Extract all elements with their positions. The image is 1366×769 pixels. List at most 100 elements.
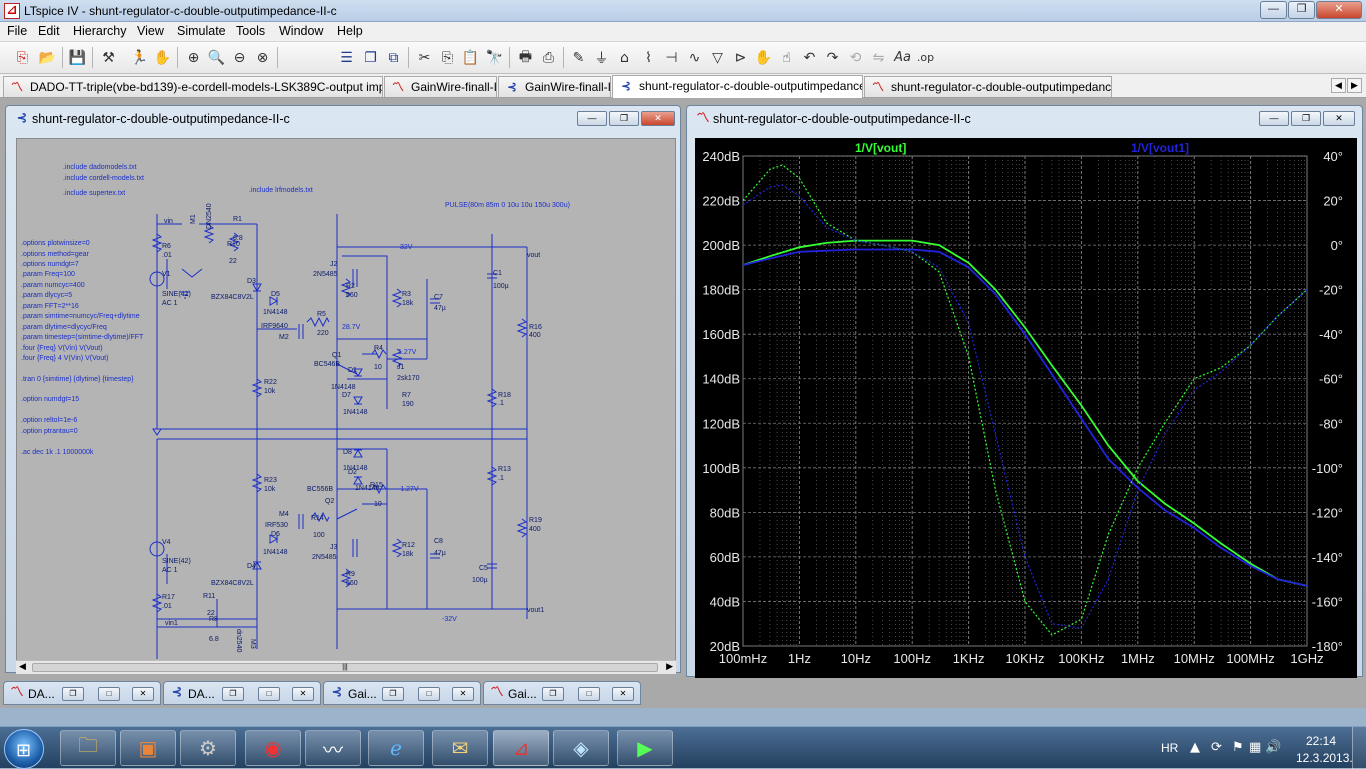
menu-view[interactable]: View xyxy=(137,24,164,38)
halt-icon[interactable]: ✋ xyxy=(153,49,172,66)
close-button[interactable]: ✕ xyxy=(1316,1,1362,19)
undo-icon[interactable]: ↶ xyxy=(803,49,816,66)
show-hidden-icons-icon[interactable]: ▲ xyxy=(1190,740,1200,755)
find-icon[interactable]: 🔭 xyxy=(485,49,504,66)
cascade-icon[interactable]: ❐ xyxy=(364,49,377,66)
tile-horizontal-icon[interactable]: ☰ xyxy=(340,49,353,66)
close-button[interactable]: ✕ xyxy=(132,687,154,701)
menu-window[interactable]: Window xyxy=(279,24,324,38)
ie-icon[interactable]: ℯ xyxy=(368,730,424,766)
draw-wire-icon[interactable]: ✎ xyxy=(572,49,585,66)
copy-icon[interactable]: ⎘ xyxy=(441,49,454,66)
network-icon[interactable]: ▦ xyxy=(1249,740,1262,755)
restore-button[interactable]: ❐ xyxy=(382,687,404,701)
mirror-icon[interactable]: ⇋ xyxy=(872,49,885,66)
scroll-thumb[interactable]: ||| xyxy=(32,663,658,672)
start-button[interactable]: ⊞ xyxy=(4,729,44,769)
zoom-in-icon[interactable]: ⊕ xyxy=(187,49,200,66)
restore-button[interactable]: ❐ xyxy=(542,687,564,701)
print-icon[interactable]: ⎙ xyxy=(542,49,555,66)
mail-icon[interactable]: ✉ xyxy=(432,730,488,766)
language-indicator[interactable]: HR xyxy=(1161,741,1179,755)
restore-button[interactable]: ❐ xyxy=(222,687,244,701)
resistor-icon[interactable]: ⌇ xyxy=(645,49,652,66)
menu-tools[interactable]: Tools xyxy=(236,24,266,38)
diode-icon[interactable]: ▽ xyxy=(712,49,723,66)
legend-vout1[interactable]: 1/V[vout1] xyxy=(1131,141,1189,155)
maximize-button[interactable]: ❐ xyxy=(1288,1,1315,19)
inductor-icon[interactable]: ∿ xyxy=(688,49,701,66)
volume-icon[interactable]: 🔊 xyxy=(1265,740,1282,755)
plot-close-button[interactable]: ✕ xyxy=(1323,111,1355,126)
browser-icon[interactable]: ◉ xyxy=(245,730,301,766)
media-icon[interactable]: ▣ xyxy=(120,730,176,766)
schematic-horizontal-scrollbar[interactable]: ◀ ||| ▶ xyxy=(16,660,676,674)
run-icon[interactable]: 🏃 xyxy=(130,49,149,66)
tab-shunt-schematic[interactable]: ⊰ shunt-regulator-c-double-outputimpedan… xyxy=(612,75,863,98)
scroll-right-icon[interactable]: ▶ xyxy=(666,661,673,671)
maximize-button[interactable]: □ xyxy=(258,687,280,701)
component-icon[interactable]: ⊳ xyxy=(734,49,747,66)
tab-scroll-left[interactable]: ◀ xyxy=(1331,78,1346,93)
close-windows-icon[interactable]: ⧉ xyxy=(388,49,399,66)
schematic-minimize-button[interactable]: — xyxy=(577,111,607,126)
oscilloscope-icon[interactable]: 〰 xyxy=(305,730,361,766)
rotate-icon[interactable]: ⟲ xyxy=(849,49,862,66)
control-panel-icon[interactable]: ⚒ xyxy=(102,49,115,66)
tab-scroll-right[interactable]: ▶ xyxy=(1347,78,1362,93)
print-setup-icon[interactable]: 🖶 xyxy=(518,48,533,65)
close-button[interactable]: ✕ xyxy=(452,687,474,701)
paste-icon[interactable]: 📋 xyxy=(461,49,480,66)
tab-shunt-plot[interactable]: 〽 shunt-regulator-c-double-outputimpedan… xyxy=(864,76,1112,97)
cut-icon[interactable]: ✂ xyxy=(418,49,431,66)
terminal-icon[interactable]: ▶ xyxy=(617,730,673,766)
move-icon[interactable]: ✋ xyxy=(754,49,773,66)
menu-edit[interactable]: Edit xyxy=(38,24,60,38)
minimize-button[interactable]: — xyxy=(1260,1,1287,19)
spice-directive-icon[interactable]: .op xyxy=(916,51,935,64)
maximize-button[interactable]: □ xyxy=(418,687,440,701)
clock-time[interactable]: 22:14 xyxy=(1305,734,1337,748)
drag-icon[interactable]: ☝ xyxy=(782,49,791,66)
settings-icon[interactable]: ⚙ xyxy=(180,730,236,766)
ground-icon[interactable]: ⏚ xyxy=(594,50,609,67)
menu-help[interactable]: Help xyxy=(337,24,363,38)
plot-minimize-button[interactable]: — xyxy=(1259,111,1289,126)
text-icon[interactable]: Aa xyxy=(894,50,911,65)
sync-icon[interactable]: ⟳ xyxy=(1211,740,1222,755)
close-button[interactable]: ✕ xyxy=(612,687,634,701)
tab-gainwire-plot[interactable]: 〽 GainWire-finall-III xyxy=(384,76,497,97)
restore-button[interactable]: ❐ xyxy=(62,687,84,701)
tab-gainwire-schematic[interactable]: ⊰ GainWire-finall-III xyxy=(498,76,611,97)
save-icon[interactable]: 💾 xyxy=(68,49,87,66)
show-desktop-button[interactable] xyxy=(1352,727,1366,769)
menu-file[interactable]: File xyxy=(7,24,28,38)
close-button[interactable]: ✕ xyxy=(292,687,314,701)
minimized-window-dado-plot[interactable]: 〽 DA... ❐ □ ✕ xyxy=(3,681,161,705)
plot-restore-button[interactable]: ❐ xyxy=(1291,111,1321,126)
scroll-left-icon[interactable]: ◀ xyxy=(19,661,26,671)
menu-hierarchy[interactable]: Hierarchy xyxy=(73,24,127,38)
label-net-icon[interactable]: ⌂ xyxy=(620,49,629,66)
new-schematic-icon[interactable]: ⎘ xyxy=(16,49,29,66)
capacitor-icon[interactable]: ⊣ xyxy=(665,49,678,66)
zoom-out-icon[interactable]: 🔍 xyxy=(207,49,226,66)
maximize-button[interactable]: □ xyxy=(98,687,120,701)
minimized-window-gainwire-plot[interactable]: 〽 Gai... ❐ □ ✕ xyxy=(483,681,641,705)
zoom-fit-icon[interactable]: ⊗ xyxy=(256,49,269,66)
minimized-window-dado-schematic[interactable]: ⊰ DA... ❐ □ ✕ xyxy=(163,681,321,705)
legend-vout[interactable]: 1/V[vout] xyxy=(855,141,906,155)
action-center-icon[interactable]: ⚑ xyxy=(1232,740,1244,755)
ltspice-icon[interactable]: ⊿ xyxy=(493,730,549,766)
remote-icon[interactable]: ◈ xyxy=(553,730,609,766)
redo-icon[interactable]: ↷ xyxy=(826,49,839,66)
schematic-restore-button[interactable]: ❐ xyxy=(609,111,639,126)
clock-date[interactable]: 12.3.2013. xyxy=(1296,751,1353,765)
tab-dado-tt[interactable]: 〽 DADO-TT-triple(vbe-bd139)-e-cordell-mo… xyxy=(3,76,383,97)
explorer-icon[interactable]: 🗀 xyxy=(60,730,116,766)
zoom-back-icon[interactable]: ⊖ xyxy=(233,49,246,66)
menu-simulate[interactable]: Simulate xyxy=(177,24,226,38)
schematic-close-button[interactable]: ✕ xyxy=(641,111,675,126)
schematic-canvas[interactable]: .include dadomodels.txt .include cordell… xyxy=(16,138,676,674)
